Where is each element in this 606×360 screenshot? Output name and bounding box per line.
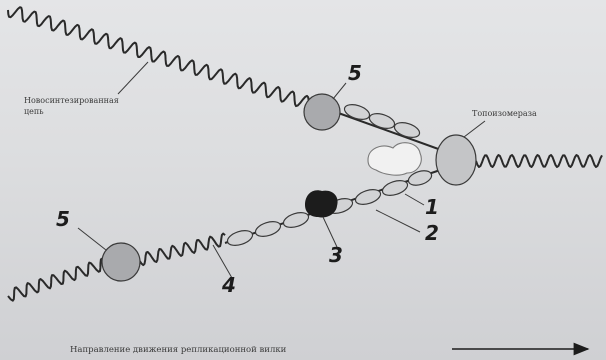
ssb-protein: [381, 178, 410, 198]
dna-helices: [8, 7, 602, 301]
new-strand-helix-left-1: [8, 258, 102, 300]
primase-top: [304, 94, 340, 130]
label-new-strand-cont: цепь: [24, 107, 44, 116]
ssb-protein: [368, 111, 397, 131]
pointer-topoisomerase: [464, 121, 485, 137]
dna-polymerase: [305, 190, 338, 217]
new-strand-helix-left-2: [139, 234, 225, 266]
label-5-left: 5: [56, 207, 70, 231]
label-2: 2: [425, 221, 439, 245]
label-4: 4: [221, 273, 236, 297]
pointer-new-strand: [118, 62, 148, 94]
pointer-5-top: [333, 83, 346, 99]
duplex-helix-right: [476, 155, 602, 167]
ssb-protein: [226, 228, 255, 248]
pointer-1: [405, 194, 424, 205]
new-strand-helix-top: [8, 7, 309, 106]
direction-caption: Направление движения репликационной вилк…: [70, 345, 287, 355]
label-topoisomerase: Топоизомераза: [472, 109, 537, 118]
pointer-5-left: [78, 228, 106, 250]
pointer-2: [376, 210, 420, 232]
ssb-proteins-upper: [343, 102, 422, 140]
label-5-top: 5: [348, 61, 362, 85]
topoisomerase: [436, 135, 476, 185]
label-new-strand: Новосинтезированная: [24, 96, 119, 105]
ssb-protein: [354, 187, 383, 207]
ssb-protein: [393, 120, 422, 140]
label-1: 1: [425, 195, 439, 219]
label-3: 3: [329, 243, 343, 267]
ssb-protein: [282, 210, 311, 230]
ssb-protein: [343, 102, 372, 122]
helicase: [368, 143, 421, 175]
pointer-lines: [78, 62, 485, 278]
primase-left: [102, 243, 140, 281]
ssb-protein: [254, 219, 283, 239]
